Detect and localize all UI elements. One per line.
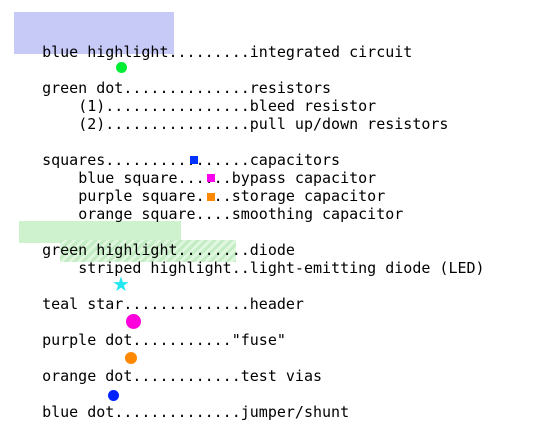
green-highlight-swatch	[19, 221, 181, 243]
legend-row-sub-2: (2)................pull up/down resistor…	[24, 97, 448, 133]
teal-star-icon: ★	[112, 272, 130, 296]
blue-dot-icon	[108, 390, 119, 401]
green-dot-icon	[116, 62, 127, 73]
purple-square-icon	[207, 174, 215, 182]
legend-value: smoothing capacitor	[231, 205, 404, 223]
legend-key: purple dot	[42, 331, 133, 349]
legend-value: jumper/shunt	[240, 403, 350, 421]
leader-dots: ................	[105, 151, 250, 169]
striped-highlight-swatch	[60, 240, 236, 262]
leader-dots: ..............	[114, 403, 241, 421]
legend-value: diode	[249, 241, 295, 259]
blue-square-icon	[190, 156, 198, 164]
legend-value: header	[249, 295, 304, 313]
legend-key: blue dot	[42, 403, 115, 421]
legend-row-squares: squares................capacitors	[24, 133, 340, 169]
legend-value: light-emitting diode (LED)	[249, 259, 485, 277]
legend-value: pull up/down resistors	[249, 115, 449, 133]
legend-row-green-dot: green dot..............resistors	[24, 61, 331, 97]
legend-value: integrated circuit	[249, 43, 413, 61]
leader-dots: ........	[177, 241, 250, 259]
legend-value: storage capacitor	[231, 187, 386, 205]
orange-square-icon	[207, 193, 215, 201]
legend-row-sub-1: (1)................bleed resistor	[24, 79, 376, 115]
leader-dots: ..	[231, 259, 250, 277]
legend-row-orange-dot: orange dot............test vias	[24, 349, 322, 385]
legend-row-green-highlight: green highlight........diode	[24, 223, 295, 259]
legend-value: bypass capacitor	[231, 169, 377, 187]
orange-dot-icon	[125, 352, 137, 364]
legend-value: resistors	[249, 79, 332, 97]
legend-row-purple-dot: purple dot..........."fuse"	[24, 313, 286, 349]
legend-key: green highlight	[42, 241, 178, 259]
legend-row-blue-square: blue square......bypass capacitor	[24, 151, 376, 187]
legend-key: orange dot	[42, 367, 133, 385]
legend-key: purple square.	[78, 187, 205, 205]
leader-dots: ..............	[123, 295, 250, 313]
purple-dot-icon	[126, 314, 141, 329]
legend-key: teal star	[42, 295, 124, 313]
leader-dots: ...........	[132, 331, 232, 349]
leader-dots: ................	[105, 97, 250, 115]
legend-key: (1)	[78, 97, 106, 115]
legend-row-blue-dot: blue dot..............jumper/shunt	[24, 385, 349, 421]
legend-key: green dot	[42, 79, 124, 97]
legend-key: (2)	[78, 115, 106, 133]
blue-highlight-swatch	[14, 12, 174, 54]
legend-key: blue highlight	[42, 43, 169, 61]
legend-value: "fuse"	[231, 331, 286, 349]
leader-dots: ................	[105, 115, 250, 133]
legend-value: capacitors	[249, 151, 341, 169]
legend-value: test vias	[240, 367, 323, 385]
legend-row-purple-square: purple square....storage capacitor	[24, 169, 385, 205]
legend-row-striped-highlight: striped highlight..light-emitting diode …	[24, 241, 484, 277]
legend-row-orange-square: orange square....smoothing capacitor	[24, 187, 403, 223]
leader-dots: ...	[204, 205, 232, 223]
leader-dots: ..............	[123, 79, 250, 97]
legend-key: striped highlight	[78, 259, 232, 277]
legend-row-blue-highlight: blue highlight.........integrated circui…	[24, 25, 412, 61]
legend-row-teal-star: teal star..............header	[24, 277, 304, 313]
leader-dots: .........	[168, 43, 250, 61]
legend-key: squares	[42, 151, 106, 169]
legend-value: bleed resistor	[249, 97, 377, 115]
legend-key: orange square.	[78, 205, 205, 223]
leader-dots: ............	[132, 367, 241, 385]
legend-key: blue square.	[78, 169, 187, 187]
